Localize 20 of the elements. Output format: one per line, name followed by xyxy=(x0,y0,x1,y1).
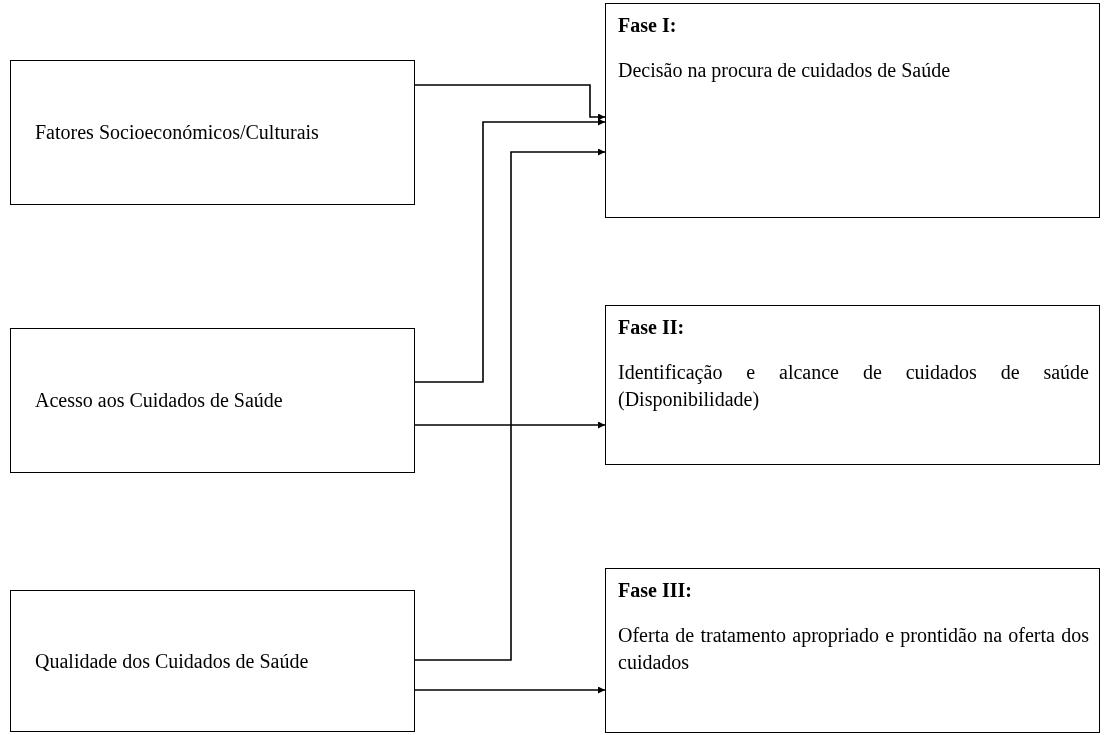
arrow xyxy=(414,118,606,383)
phase-box xyxy=(605,3,1100,218)
factor-label: Fatores Socioeconómicos/Culturais xyxy=(35,120,320,145)
factor-label: Qualidade dos Cuidados de Saúde xyxy=(35,648,310,674)
phase-box xyxy=(605,305,1100,465)
phase-description: Decisão na procura de cuidados de Saúde xyxy=(618,58,952,84)
arrow xyxy=(414,148,606,661)
phase-heading: Fase III: xyxy=(618,578,692,603)
phase-description: Oferta de tratamento apropriado e prontidão na oferta dos cuidados xyxy=(618,623,1089,675)
phase-heading: Fase I: xyxy=(618,13,677,38)
factor-label: Acesso aos Cuidados de Saúde xyxy=(35,388,284,413)
phase-description: Identificação e alcance de cuidados de saúde (Disponibilidade) xyxy=(618,360,1089,413)
phase-box xyxy=(605,568,1100,733)
factor-box xyxy=(10,590,415,732)
arrow xyxy=(414,686,606,694)
arrow xyxy=(414,421,606,429)
phase-heading: Fase II: xyxy=(618,315,685,340)
arrow xyxy=(414,84,606,121)
factor-box xyxy=(10,328,415,473)
factor-box xyxy=(10,60,415,205)
